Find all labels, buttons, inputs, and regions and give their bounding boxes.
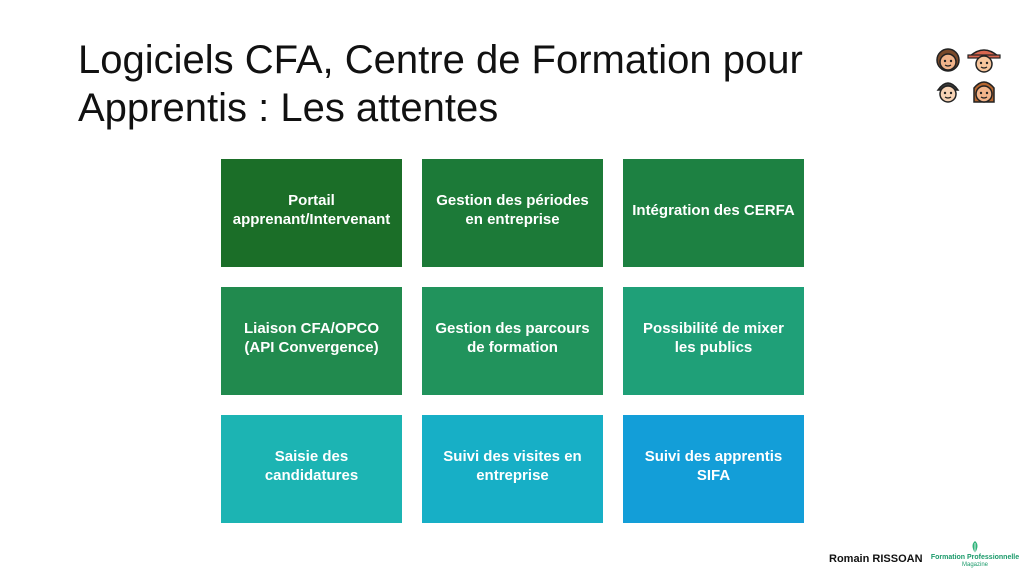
tile-portail-apprenant: Portail apprenant/Intervenant [221,159,402,267]
tile-label: Saisie des candidatures [264,448,359,484]
logo-text-line-1: Formation Professionnelle [930,554,1020,561]
tile-suivi-apprentis-sifa: Suivi des apprentis SIFA [623,415,804,523]
slide-title: Logiciels CFA, Centre de Formation pour … [78,36,898,132]
slide-title-line-1: Logiciels CFA, Centre de Formation pour [78,38,803,82]
tile-gestion-parcours: Gestion des parcours de formation [422,287,603,395]
tile-label: Gestion des parcours de formation [435,320,590,356]
tile-integration-cerfa: Intégration des CERFA [623,159,804,267]
slide-title-line-2: Apprentis : Les attentes [78,86,499,130]
tile-gestion-periodes: Gestion des périodes en entreprise [422,159,603,267]
expectations-grid: Portail apprenant/Intervenant Gestion de… [221,159,804,524]
tile-saisie-candidatures: Saisie des candidatures [221,415,402,523]
tile-liaison-cfa-opco: Liaison CFA/OPCO (API Convergence) [221,287,402,395]
tile-label: Liaison CFA/OPCO (API Convergence) [243,320,379,356]
tile-label: Possibilité de mixer les publics [643,320,784,356]
tile-label: Suivi des visites en entreprise [443,448,582,484]
logo-text-line-2: Magazine [961,562,988,568]
tile-label: Gestion des périodes en entreprise [436,192,589,228]
tile-label: Intégration des CERFA [632,201,795,219]
tile-label: Portail apprenant/Intervenant [232,192,391,228]
tile-mixer-publics: Possibilité de mixer les publics [623,287,804,395]
tile-suivi-visites: Suivi des visites en entreprise [422,415,603,523]
leaf-icon [972,541,978,553]
magazine-logo: Formation Professionnelle Magazine [930,540,1020,569]
people-group-icon [930,40,1002,112]
tile-label: Suivi des apprentis SIFA [644,448,783,484]
author-name: Romain RISSOAN [829,553,923,565]
